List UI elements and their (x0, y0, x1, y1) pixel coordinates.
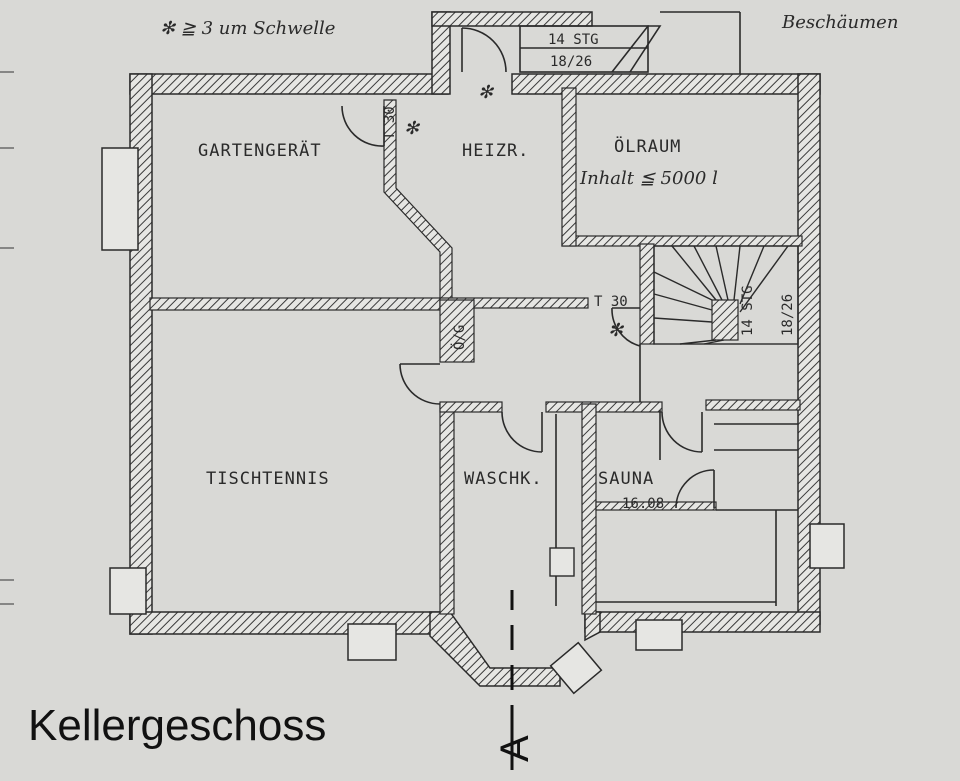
sauna-area: 16.08 (622, 496, 664, 512)
room-label-oelraum: ÖLRAUM (614, 135, 681, 157)
sink-icon (549, 547, 575, 577)
fire-star-icon-3: ✻ (608, 320, 625, 341)
door-swings (341, 27, 715, 509)
top-right-note: Beschäumen (781, 12, 898, 33)
paper-edge-marks (0, 71, 14, 605)
room-label-tischtennis: TISCHTENNIS (206, 469, 330, 489)
oel-capacity-note: Inhalt ≦ 5000 l (579, 168, 718, 189)
door-t30-heizraum: T 30 (382, 106, 398, 140)
fire-star-icon-2: ✻ (404, 118, 421, 139)
window-boxes (101, 147, 845, 695)
room-label-gartengeraet: GARTENGERÄT (198, 140, 322, 161)
caption: Kellergeschoss (28, 701, 326, 750)
room-label-sauna: SAUNA (598, 469, 654, 489)
door-small-label: Ö/G (450, 325, 468, 350)
room-label-waschkueche: WASCHK. (464, 469, 543, 489)
stair-top-ratio: 18/26 (550, 54, 592, 70)
stair-inner-steps: 14 STG (740, 285, 756, 336)
thin-lines (519, 11, 798, 606)
room-label-heizraum: HEIZR. (462, 141, 529, 161)
spiral-stair (653, 245, 799, 345)
fire-star-icon: ✻ (478, 82, 495, 103)
door-t30-hall: T 30 (594, 294, 628, 310)
outer-walls (129, 11, 821, 687)
stair-inner-ratio: 18/26 (780, 294, 796, 336)
top-note: ✻ ≧ 3 um Schwelle (160, 18, 335, 39)
interior-walls (149, 87, 803, 615)
stair-top-steps: 14 STG (548, 32, 599, 48)
section-marker: A (493, 735, 537, 762)
